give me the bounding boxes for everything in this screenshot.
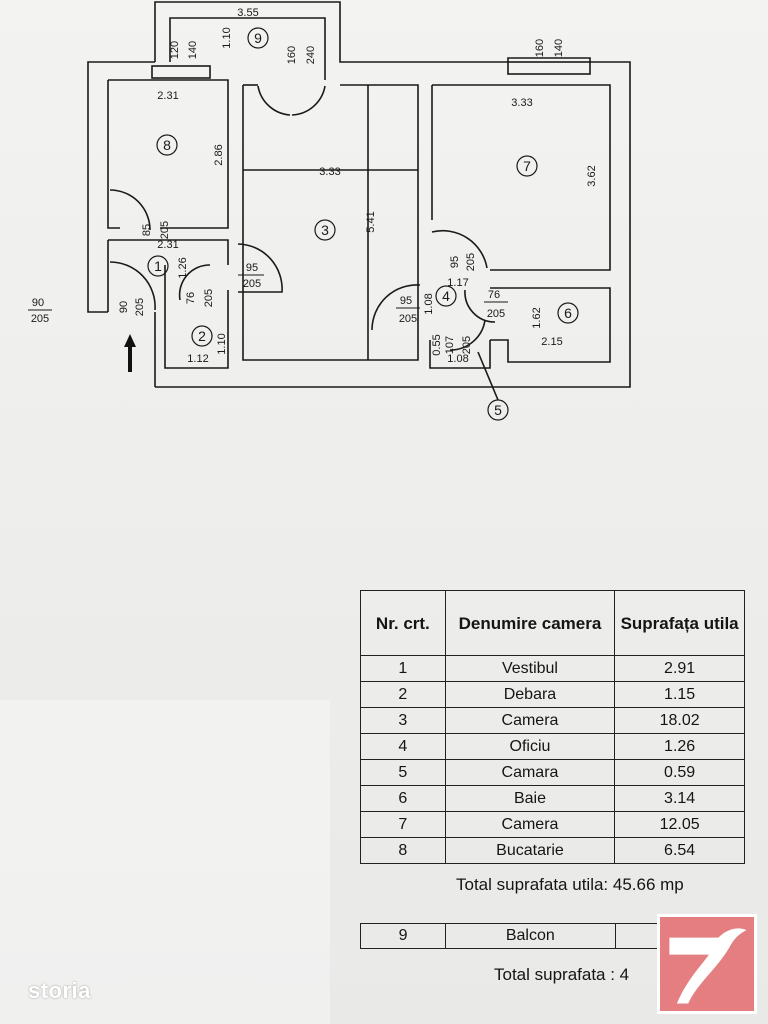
dim-label: 205 [399, 313, 417, 325]
dim-label: 140 [187, 41, 199, 59]
dim-label: 90 [32, 297, 44, 309]
paper-shadow [0, 700, 330, 1024]
dim-label: 1.10 [221, 27, 233, 48]
dim-label: 1.26 [177, 257, 189, 278]
dim-label: 95 [246, 262, 258, 274]
door-arc [237, 243, 283, 293]
dim-label: 205 [243, 278, 261, 290]
dim-label: 1.17 [447, 277, 468, 289]
room-number-4 [435, 285, 457, 307]
door-arc [464, 289, 496, 323]
dim-label: 3.33 [319, 166, 340, 178]
door-arc [449, 319, 486, 351]
door-arc [371, 284, 421, 331]
dim-label: 160 [534, 39, 546, 57]
dim-label: 3.62 [586, 165, 598, 186]
outer-wall [87, 61, 155, 313]
door-arc [109, 189, 151, 231]
door-arc [257, 85, 326, 116]
dim-label: 205 [31, 313, 49, 325]
svg-text:1: 1 [154, 258, 162, 274]
dim-label: 160 [286, 46, 298, 64]
dim-label: 1.62 [531, 307, 543, 328]
dim-label: 107 [444, 336, 456, 354]
door-arc [431, 229, 488, 269]
room-number-1 [147, 255, 169, 277]
dim-label: 205 [159, 221, 171, 239]
svg-text:3: 3 [321, 222, 329, 238]
dim-label: 76 [185, 292, 197, 304]
dim-label: 205 [465, 253, 477, 271]
dim-label: 76 [488, 289, 500, 301]
window [507, 61, 591, 75]
total-area: Total suprafata : 4 [494, 965, 630, 984]
dim-label: 120 [169, 41, 181, 59]
svg-text:2: 2 [198, 328, 206, 344]
room-number-9 [247, 27, 269, 49]
svg-text:9: 9 [254, 30, 262, 46]
door-arc [178, 264, 211, 301]
dim-label: 0.55 [431, 334, 443, 355]
floor-plan: 3.55 1.10 120 140 160 240 160 140 2.31 2… [28, 1, 631, 421]
dim-label: 95 [400, 295, 412, 307]
room-number-7 [516, 155, 538, 177]
dim-label: 205 [487, 308, 505, 320]
dim-label: 2.31 [157, 239, 178, 251]
svg-text:7: 7 [523, 158, 531, 174]
window [151, 65, 211, 79]
room-number-6 [557, 302, 579, 324]
room-number-8 [156, 134, 178, 156]
dim-label: 140 [553, 39, 565, 57]
room-number-5 [487, 399, 509, 421]
outer-wall [154, 1, 631, 388]
door-arc [109, 261, 156, 311]
dim-label: 1.08 [423, 293, 435, 314]
dim-label: 240 [305, 46, 317, 64]
header-nr: Nr. crt. [360, 590, 446, 656]
svg-text:8: 8 [163, 137, 171, 153]
dim-label: 205 [461, 336, 473, 354]
dim-label: 95 [449, 256, 461, 268]
total-usable-area: Total suprafata utila: 45.66 mp [456, 875, 684, 894]
dim-label: 3.33 [511, 97, 532, 109]
dim-label: 5.41 [365, 211, 377, 232]
dim-label: 90 [118, 301, 130, 313]
dim-label: 2.31 [157, 90, 178, 102]
dim-label: 2.15 [541, 336, 562, 348]
storia-badge-icon[interactable] [657, 914, 757, 1014]
header-area: Suprafața utila [614, 590, 745, 656]
dim-label: 85 [141, 224, 153, 236]
svg-text:4: 4 [442, 288, 450, 304]
svg-text:5: 5 [494, 402, 502, 418]
rooms-table: Nr. crt. Denumire camera Suprafața utila… [360, 590, 745, 864]
room-number-2 [191, 325, 213, 347]
dim-label: 205 [134, 298, 146, 316]
dim-label: 205 [203, 289, 215, 307]
dim-label: 1.08 [447, 353, 468, 365]
dim-label: 1.12 [187, 353, 208, 365]
entry-arrow-icon [124, 334, 136, 372]
storia-logo[interactable]: storia [28, 978, 91, 1003]
svg-text:6: 6 [564, 305, 572, 321]
dim-label: 3.55 [237, 7, 258, 19]
header-name: Denumire camera [444, 590, 616, 656]
room-number-3 [314, 219, 336, 241]
dim-label: 1.10 [216, 333, 228, 354]
dim-label: 2.86 [213, 144, 225, 165]
